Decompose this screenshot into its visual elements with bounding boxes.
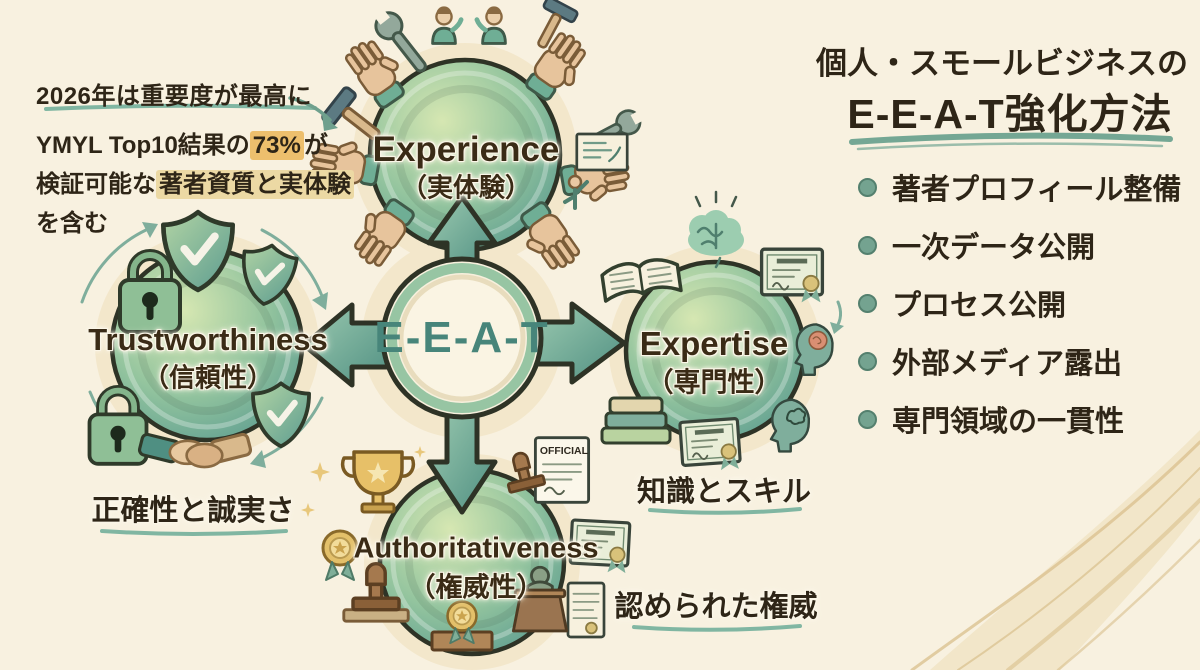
person-icon — [477, 6, 506, 43]
strategy-label: プロセス公開 — [892, 290, 1067, 322]
top-note: 2026年は重要度が最高に — [36, 83, 312, 110]
podium-speaker-icon — [511, 565, 569, 633]
list-item: 外部メディア露出 — [858, 340, 1181, 382]
person-icon — [433, 6, 462, 43]
presenter-icon — [563, 174, 589, 210]
list-item: 一次データ公開 — [858, 224, 1181, 266]
scroll-icon — [566, 581, 606, 639]
bullet-dot-icon — [858, 351, 877, 371]
trustworthiness-label: Trustworthiness — [88, 322, 328, 357]
corner-swoosh-decor — [910, 430, 1200, 670]
authoritativeness-icons: OFFICIAL — [301, 436, 632, 652]
official-label: OFFICIAL — [540, 446, 589, 457]
experience-label: Experience — [372, 130, 560, 169]
strategy-list: 著者プロフィール整備 一次データ公開 プロセス公開 外部メディア露出 専門領域の… — [858, 166, 1181, 456]
handshake-icon — [137, 432, 253, 469]
strategy-label: 一次データ公開 — [892, 232, 1096, 264]
list-item: 専門領域の一貫性 — [858, 398, 1181, 440]
authority-caption: 認められた権威 — [614, 591, 818, 623]
brain-rays-decor — [694, 190, 738, 208]
expertise-label: Expertise — [639, 325, 789, 362]
head-brain-icon — [794, 323, 834, 376]
ymyl-highlight-percent: 73% — [249, 131, 304, 160]
authoritativeness-label-ja: （権威性） — [408, 572, 544, 603]
arrow-left-icon — [301, 302, 395, 388]
ymyl-text: 検証可能な — [36, 171, 156, 198]
expertise-label-ja: （専門性） — [646, 367, 782, 398]
sparkle-icon — [310, 462, 330, 482]
bullet-dot-icon — [858, 409, 877, 429]
stamp-pad-icon — [342, 561, 410, 623]
trustworthiness-icons — [90, 212, 310, 467]
underline-decor — [44, 103, 1173, 632]
medal-icon — [321, 529, 359, 582]
award-stand-icon — [430, 600, 494, 652]
list-item: プロセス公開 — [858, 282, 1181, 324]
trustworthiness-label-ja: （信頼性） — [142, 362, 274, 393]
whiteboard-icon — [575, 132, 629, 172]
strategy-label: 専門領域の一貫性 — [892, 406, 1125, 438]
note-arrow-icon — [288, 96, 338, 131]
list-item: 著者プロフィール整備 — [858, 166, 1181, 208]
center-hub — [380, 256, 544, 420]
head-brain-icon — [769, 398, 811, 453]
expertise-caption: 知識とスキル — [636, 476, 812, 508]
trust-caption: 正確性と誠実さ — [91, 495, 295, 527]
bullet-dot-icon — [858, 177, 877, 197]
bullet-dot-icon — [858, 293, 877, 313]
expertise-circle — [623, 259, 807, 443]
bullet-dot-icon — [858, 235, 877, 255]
experience-icons — [307, 0, 650, 281]
experience-label-ja: （実体験） — [400, 172, 532, 203]
hub-arrows — [301, 194, 627, 515]
sparkle-icon — [301, 503, 315, 517]
panel-title-line2: E-E-A-T強化方法 — [847, 91, 1173, 137]
ymyl-text: が — [303, 132, 328, 159]
ymyl-highlight-phrase: 著者資質と実体験 — [156, 170, 354, 199]
expertise-icons — [599, 190, 844, 475]
official-document-icon: OFFICIAL — [533, 436, 591, 504]
center-eeat-label: E-E-A-T — [374, 313, 550, 362]
sparkle-icon — [414, 446, 426, 458]
certificate-icon — [759, 247, 825, 305]
book-stack-icon — [600, 396, 672, 445]
ymyl-text: を含む — [36, 210, 108, 237]
ymyl-text: YMYL Top10結果の — [36, 132, 250, 159]
strategy-label: 外部メディア露出 — [892, 348, 1122, 380]
strategy-label: 著者プロフィール整備 — [892, 174, 1182, 206]
panel-title-line1: 個人・スモールビジネスの — [816, 46, 1188, 81]
certificate-icon — [678, 416, 743, 475]
mini-arrowhead-decor — [830, 322, 844, 334]
authoritativeness-label: Authoritativeness — [353, 532, 599, 565]
